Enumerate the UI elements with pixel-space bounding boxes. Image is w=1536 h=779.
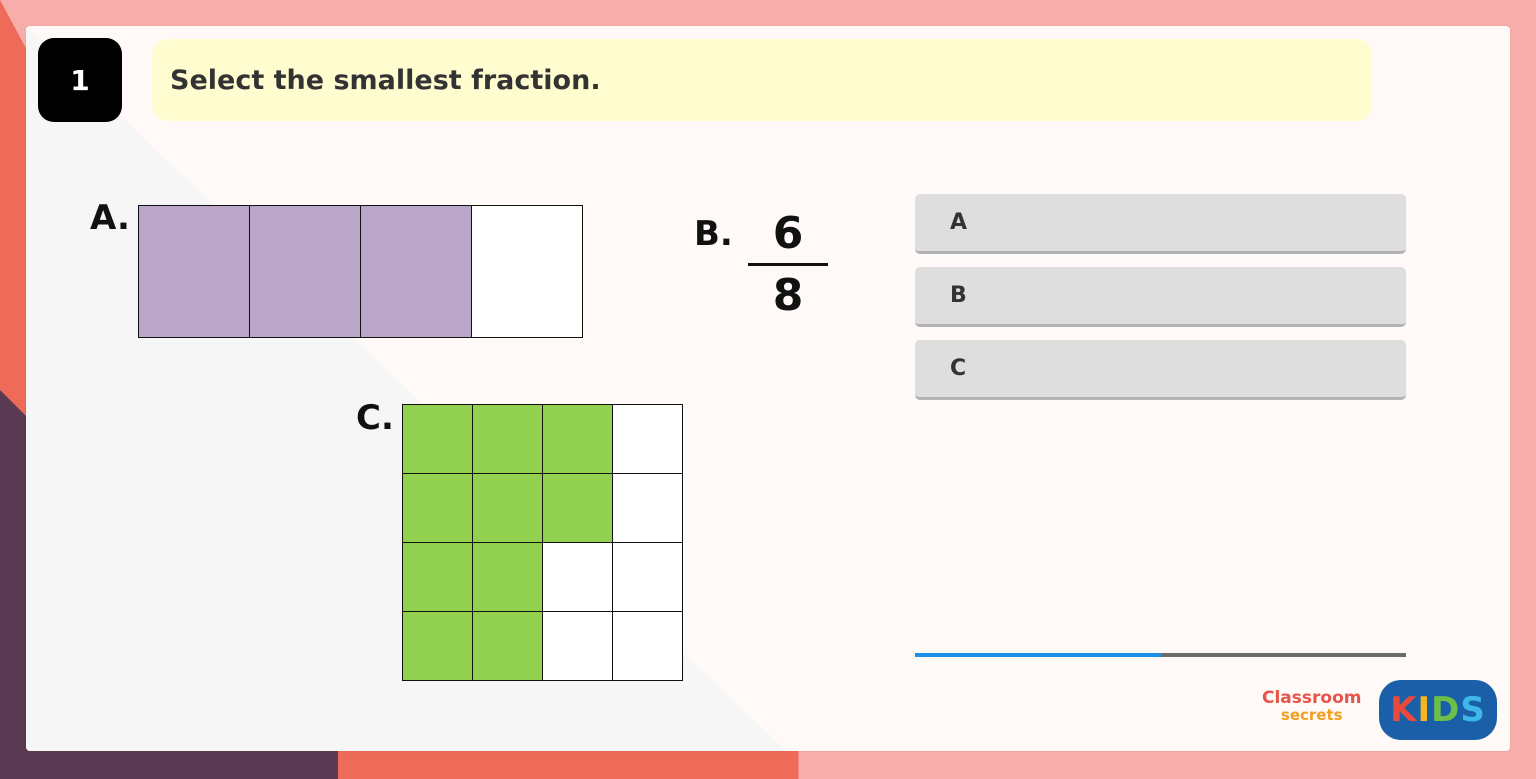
question-number-badge: 1 xyxy=(38,38,122,122)
question-prompt-text: Select the smallest fraction. xyxy=(170,64,601,96)
shaded-square xyxy=(403,405,473,474)
unshaded-square xyxy=(613,474,683,543)
figure-b-fraction: 6 8 xyxy=(748,208,828,321)
kids-logo: K I D S xyxy=(1379,680,1497,740)
shaded-square xyxy=(403,612,473,681)
figure-a-label: A. xyxy=(90,198,130,238)
option-label: B xyxy=(950,283,967,308)
shaded-part xyxy=(139,206,250,337)
figure-b-label: B. xyxy=(694,214,733,254)
option-label: A xyxy=(950,210,968,235)
logo-line-2: secrets xyxy=(1280,706,1343,724)
shaded-part xyxy=(361,206,472,337)
option-b-button[interactable]: B xyxy=(915,267,1406,327)
fraction-bar xyxy=(748,263,828,266)
shaded-square xyxy=(473,543,543,612)
unshaded-square xyxy=(613,543,683,612)
kids-letter: D xyxy=(1431,690,1461,730)
shaded-square xyxy=(473,405,543,474)
figure-c-grid xyxy=(402,404,683,681)
shaded-square xyxy=(543,474,613,543)
classroom-secrets-logo: Classroom secrets xyxy=(1262,690,1361,723)
progress-bar xyxy=(915,653,1406,657)
fraction-denominator: 8 xyxy=(772,270,804,321)
shaded-square xyxy=(473,474,543,543)
background-bottom-band xyxy=(0,751,1536,779)
figure-c-label: C. xyxy=(356,398,394,438)
shaded-square xyxy=(403,543,473,612)
kids-letter: I xyxy=(1417,690,1432,730)
shaded-square xyxy=(403,474,473,543)
logo-line-1: Classroom xyxy=(1262,688,1362,708)
kids-letter: K xyxy=(1390,690,1418,730)
unshaded-square xyxy=(543,612,613,681)
unshaded-square xyxy=(613,405,683,474)
kids-letter: S xyxy=(1460,690,1486,730)
figure-a-bar-model xyxy=(138,205,583,338)
unshaded-part xyxy=(472,206,582,337)
unshaded-square xyxy=(543,543,613,612)
option-label: C xyxy=(950,356,967,381)
shaded-square xyxy=(543,405,613,474)
option-c-button[interactable]: C xyxy=(915,340,1406,400)
progress-bar-fill xyxy=(915,653,1161,657)
question-prompt: Select the smallest fraction. xyxy=(152,39,1372,121)
question-card: 1 Select the smallest fraction. A. B. 6 … xyxy=(26,26,1510,751)
shaded-square xyxy=(473,612,543,681)
fraction-numerator: 6 xyxy=(772,208,804,259)
unshaded-square xyxy=(613,612,683,681)
option-a-button[interactable]: A xyxy=(915,194,1406,254)
shaded-part xyxy=(250,206,361,337)
